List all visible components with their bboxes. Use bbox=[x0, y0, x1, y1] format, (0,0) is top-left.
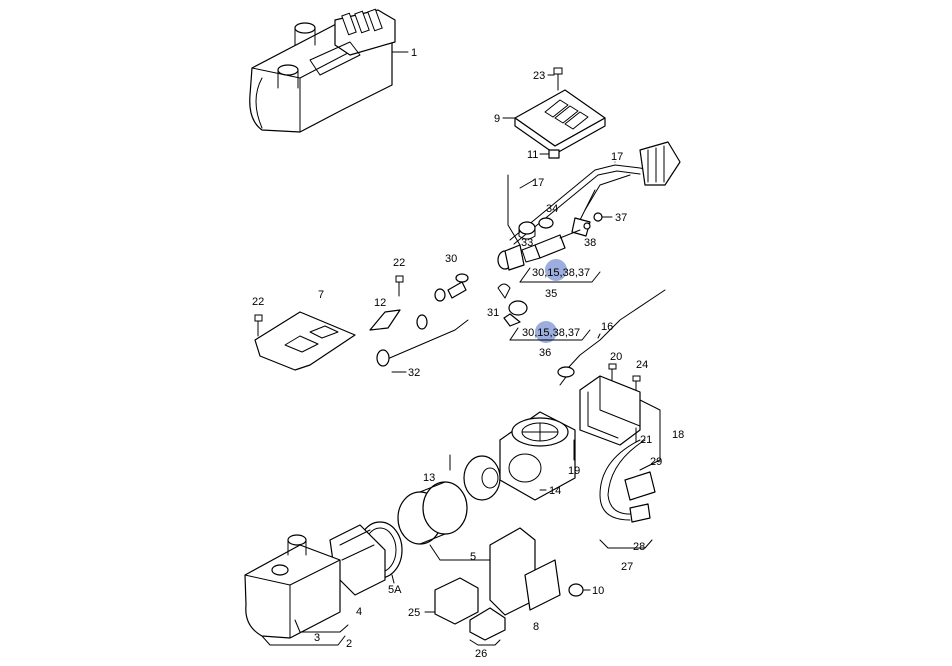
label-7: 7 bbox=[318, 289, 324, 301]
label-19: 19 bbox=[568, 465, 580, 477]
label-9: 9 bbox=[494, 113, 500, 125]
burner-14[interactable] bbox=[499, 411, 576, 501]
bracket-12[interactable] bbox=[369, 309, 401, 331]
label-22a: 22 bbox=[393, 257, 405, 269]
label-38: 38 bbox=[584, 237, 596, 249]
label-32: 32 bbox=[408, 367, 420, 379]
label-37: 37 bbox=[615, 212, 627, 224]
label-18: 18 bbox=[672, 429, 684, 441]
pad-25[interactable] bbox=[434, 577, 479, 625]
flange-13[interactable] bbox=[449, 454, 501, 501]
sensor-assembly-35[interactable] bbox=[497, 229, 581, 271]
fitting-30[interactable] bbox=[434, 273, 469, 302]
label-17a: 17 bbox=[611, 151, 623, 163]
label-29: 29 bbox=[650, 456, 662, 468]
label-group36: 30,15,38,37 bbox=[522, 327, 580, 339]
label-22b: 22 bbox=[252, 296, 264, 308]
label-34: 34 bbox=[546, 203, 558, 215]
label-10: 10 bbox=[592, 585, 604, 597]
label-21: 21 bbox=[640, 434, 652, 446]
heater-unit-top[interactable] bbox=[249, 8, 396, 133]
label-25: 25 bbox=[408, 607, 420, 619]
label-23: 23 bbox=[533, 70, 545, 82]
label-1: 1 bbox=[411, 47, 417, 59]
label-5a: 5A bbox=[388, 584, 402, 596]
bracket-31[interactable] bbox=[497, 283, 511, 299]
pad-26[interactable] bbox=[469, 607, 506, 641]
label-11: 11 bbox=[527, 149, 538, 161]
clip-11[interactable] bbox=[548, 149, 560, 159]
label-36: 36 bbox=[539, 347, 551, 359]
label-28: 28 bbox=[633, 541, 645, 553]
label-20: 20 bbox=[610, 351, 622, 363]
label-14: 14 bbox=[549, 485, 561, 497]
label-26: 26 bbox=[475, 648, 487, 660]
label-2: 2 bbox=[346, 638, 352, 650]
label-13: 13 bbox=[423, 472, 435, 484]
label-5: 5 bbox=[470, 551, 476, 563]
label-8: 8 bbox=[533, 621, 539, 633]
control-unit-9[interactable] bbox=[514, 89, 606, 155]
label-31: 31 bbox=[487, 307, 499, 319]
heater-lower-3[interactable] bbox=[244, 534, 341, 639]
screw-22-lower[interactable] bbox=[254, 314, 263, 337]
cap-34[interactable] bbox=[538, 217, 554, 229]
label-3: 3 bbox=[314, 632, 320, 644]
label-16: 16 bbox=[601, 321, 613, 333]
label-27: 27 bbox=[621, 561, 633, 573]
label-30a: 30 bbox=[445, 253, 457, 265]
screw-20[interactable] bbox=[608, 363, 617, 381]
temperature-sensor-16[interactable] bbox=[557, 289, 666, 386]
cable-32[interactable] bbox=[376, 314, 469, 367]
label-group35: 30,15,38,37 bbox=[532, 267, 590, 279]
washer-38[interactable] bbox=[583, 222, 591, 230]
label-17b: 17 bbox=[532, 177, 544, 189]
nut-10[interactable] bbox=[568, 583, 584, 597]
sensor-assembly-36[interactable] bbox=[503, 300, 528, 327]
label-35: 35 bbox=[545, 288, 557, 300]
hotspot-36[interactable] bbox=[535, 321, 557, 343]
screw-23[interactable] bbox=[553, 67, 563, 91]
label-33: 33 bbox=[521, 237, 533, 249]
heat-exchanger-5[interactable] bbox=[397, 481, 468, 545]
hotspot-35[interactable] bbox=[545, 259, 567, 281]
harness-27[interactable] bbox=[599, 439, 656, 523]
mounting-plate-7[interactable] bbox=[254, 311, 356, 371]
screw-24[interactable] bbox=[632, 375, 641, 393]
cover-18[interactable] bbox=[579, 375, 641, 446]
label-4: 4 bbox=[356, 606, 362, 618]
label-12: 12 bbox=[374, 297, 386, 309]
bracket-8[interactable] bbox=[489, 527, 561, 616]
label-24: 24 bbox=[636, 359, 648, 371]
cap-33[interactable] bbox=[518, 221, 536, 240]
screw-22-upper[interactable] bbox=[395, 275, 404, 297]
nut-37[interactable] bbox=[593, 212, 603, 222]
